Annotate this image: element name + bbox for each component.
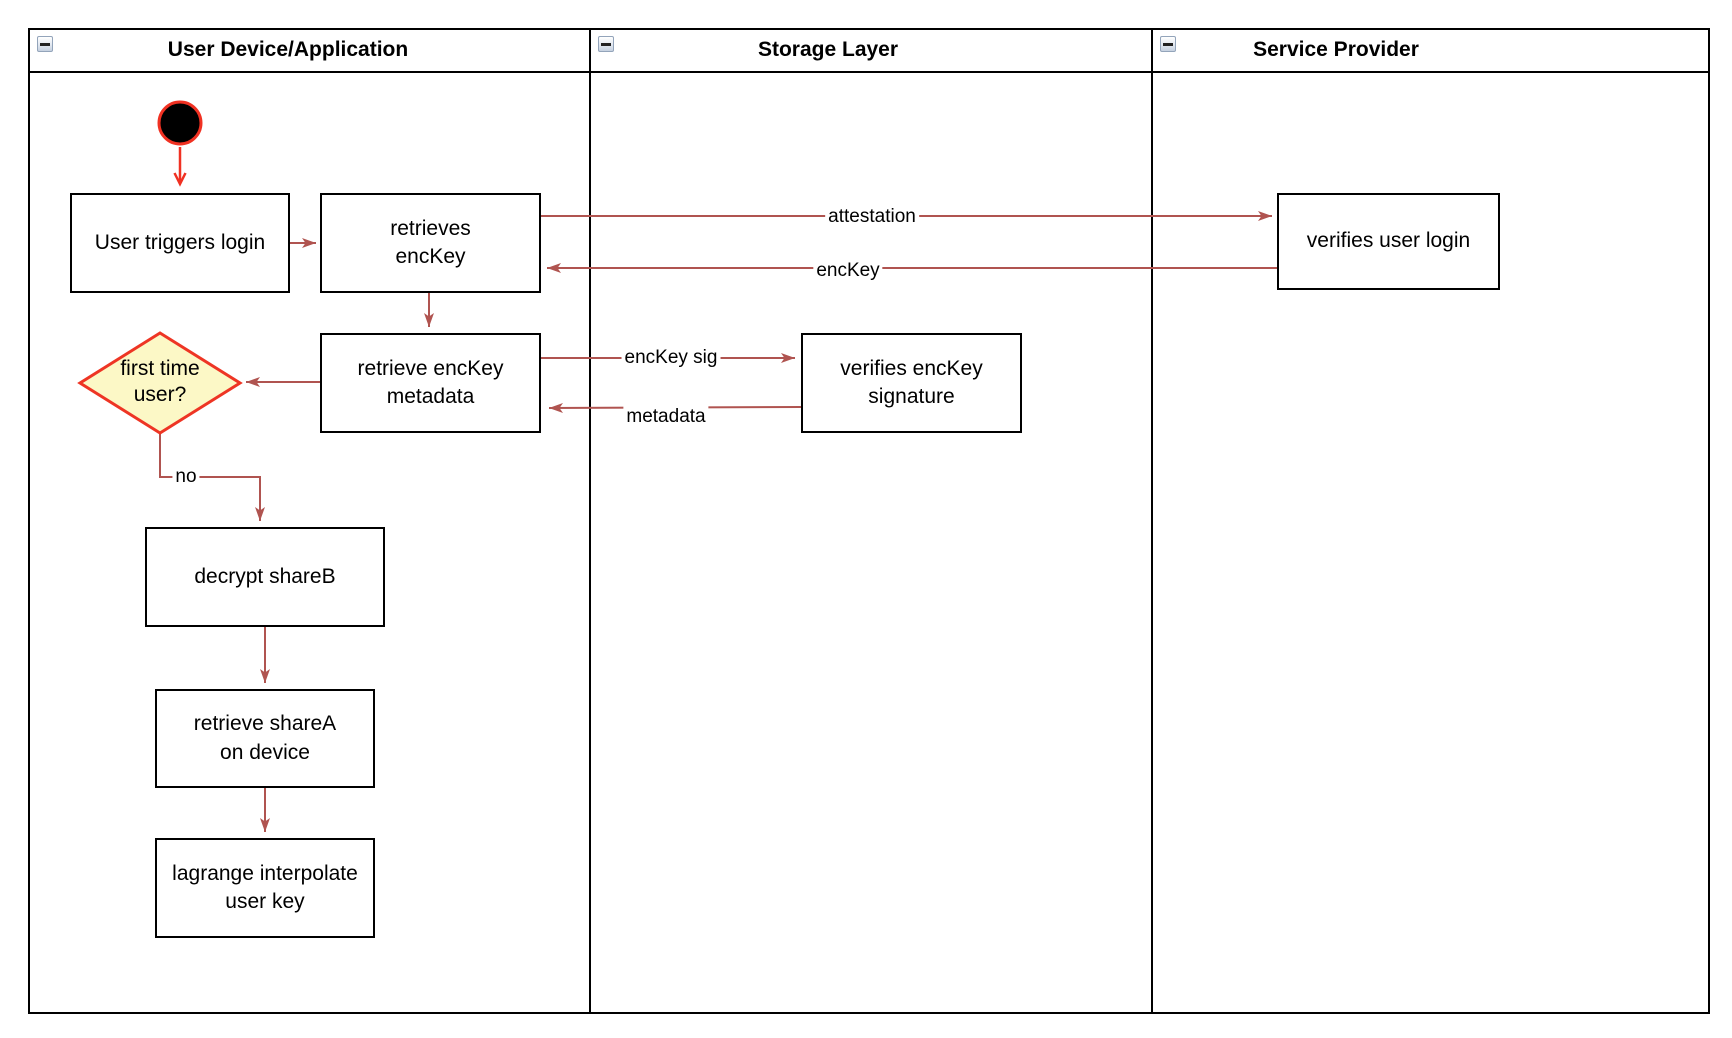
lane-divider-2 bbox=[1151, 28, 1153, 1014]
node-label: lagrange interpolate user key bbox=[172, 861, 358, 913]
node-user-triggers-login[interactable]: User triggers login bbox=[70, 193, 290, 293]
edge-label-no: no bbox=[172, 466, 200, 488]
minus-glyph bbox=[601, 42, 611, 46]
diagram-frame bbox=[28, 28, 1710, 1014]
initial-node[interactable] bbox=[157, 100, 203, 146]
node-retrieve-sharea[interactable]: retrieve shareA on device bbox=[155, 689, 375, 788]
lane-header-separator bbox=[28, 71, 1710, 73]
node-decrypt-shareb[interactable]: decrypt shareB bbox=[145, 527, 385, 627]
collapse-minus-icon[interactable] bbox=[598, 36, 614, 52]
edge-label-attestation: attestation bbox=[825, 206, 919, 228]
edge-label-enckey: encKey bbox=[813, 260, 883, 282]
edge-no-branch bbox=[159, 433, 265, 521]
node-label: retrieve encKey metadata bbox=[357, 356, 504, 408]
lane-title-storage-layer: Storage Layer bbox=[757, 38, 899, 61]
node-label: verifies encKey signature bbox=[840, 356, 983, 408]
node-retrieves-enckey[interactable]: retrieves encKey bbox=[320, 193, 541, 293]
lane-title-service-provider: Service Provider bbox=[1253, 38, 1419, 61]
node-retrieve-enckey-metadata[interactable]: retrieve encKey metadata bbox=[320, 333, 541, 433]
node-label: retrieve shareA on device bbox=[193, 712, 337, 764]
collapse-minus-icon[interactable] bbox=[37, 36, 53, 52]
node-verifies-user-login[interactable]: verifies user login bbox=[1277, 193, 1500, 290]
edge-label-metadata: metadata bbox=[623, 406, 709, 428]
decision-diamond[interactable] bbox=[77, 331, 243, 435]
node-label: User triggers login bbox=[94, 230, 266, 254]
node-label: retrieves encKey bbox=[390, 216, 471, 268]
edge-label-enckey-sig: encKey sig bbox=[621, 347, 721, 369]
node-label: decrypt shareB bbox=[194, 564, 336, 588]
node-verifies-enckey-signature[interactable]: verifies encKey signature bbox=[801, 333, 1022, 433]
minus-glyph bbox=[1163, 42, 1173, 46]
node-lagrange-interpolate[interactable]: lagrange interpolate user key bbox=[155, 838, 375, 938]
node-label: verifies user login bbox=[1306, 229, 1471, 253]
lane-divider-1 bbox=[589, 28, 591, 1014]
collapse-minus-icon[interactable] bbox=[1160, 36, 1176, 52]
minus-glyph bbox=[40, 42, 50, 46]
decision-label: first time user? bbox=[120, 356, 200, 406]
lane-title-user-device: User Device/Application bbox=[167, 38, 409, 61]
